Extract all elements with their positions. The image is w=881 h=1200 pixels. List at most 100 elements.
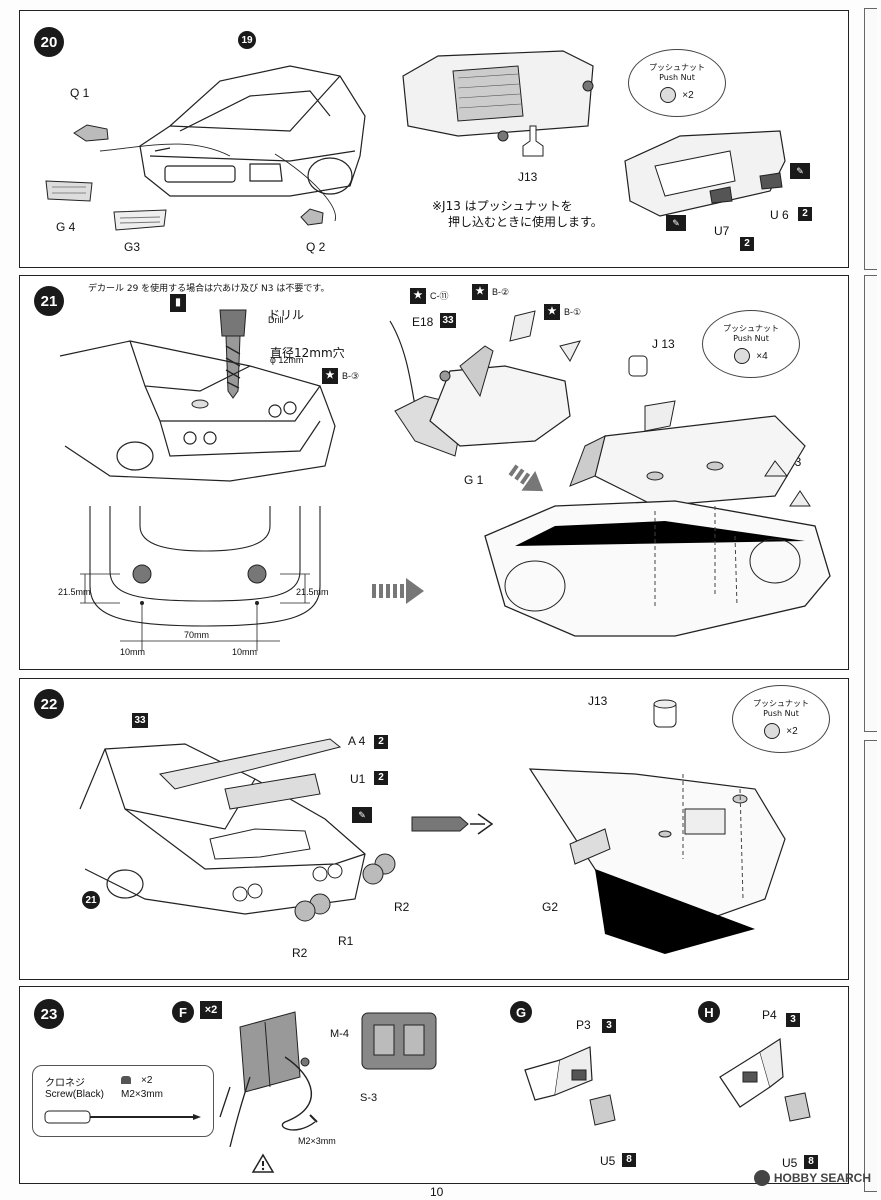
part-label-g3: G3 [124,240,141,254]
part-label-u6: U 6 [770,208,789,222]
badge-p3: 3 [602,1019,616,1033]
mirror-h-assembly [719,1037,811,1122]
g4-lamp-part [45,180,93,202]
drill-label-jp: ドリル [268,308,305,322]
paint-icon: ✎ [352,807,372,823]
flow-arrow-diag [508,464,544,492]
interior-tub-g1 [389,310,581,457]
dim-left-vertical: 21.5mm [58,587,91,597]
push-nut-jp: プッシュナット [649,62,705,72]
badge-p4: 3 [786,1013,800,1027]
car-rear-spoiler-assembly [79,738,366,915]
dim-right-offset: 10mm [232,647,258,657]
badge-u7: 2 [740,237,754,251]
part-label-a4: A 4 [348,734,366,748]
push-nut-qty: ×4 [756,350,768,362]
trunk-inner-view [528,768,786,954]
j13-tool [628,355,648,377]
part-label-g2: G2 [542,900,559,914]
dim-right-vertical: 21.5mm [296,587,329,597]
step-number: 22 [34,689,64,719]
screwdriver-icon [44,1110,201,1124]
hinge-assembly [219,1011,318,1148]
part-ref-19: 19 [238,31,256,49]
part-label-j13: J 13 [652,337,675,351]
sub-step-f-qty: ×2 [200,1001,222,1019]
push-nut-icon [734,348,751,365]
decal-note: デカール 29 を使用する場合は穴あけ及び N3 は不要です。 [88,284,330,294]
step-number: 21 [34,286,64,316]
sub-step-f: F [172,1001,194,1023]
color-ref-c11: C-⑪ [430,291,449,301]
step-number: 23 [34,999,64,1029]
hinge-plate-part [361,1012,437,1070]
badge-u6: 2 [798,207,812,221]
badge-u5-h: 8 [804,1155,818,1169]
part-label-p4: P4 [762,1008,777,1022]
sub-step-g: G [510,1001,532,1023]
dim-left-offset: 10mm [120,647,146,657]
push-nut-en: Push Nut [733,334,769,343]
drill-label-en: Drill [268,315,284,325]
sub-step-h: H [698,1001,720,1023]
badge-u1: 2 [374,771,388,785]
part-label-r2-bottom: R2 [292,946,308,960]
part-label-u1: U1 [350,772,366,786]
color-ref-b3: B-③ [342,371,360,381]
part-label-e18: E18 [412,315,434,329]
paint-icon: ✎ [790,163,810,179]
part-label-q1: Q 1 [70,86,90,100]
adjacent-page-edge [864,275,877,732]
push-nut-callout: プッシュナット Push Nut ×2 [732,685,830,753]
screw-icon [121,1076,131,1084]
page-number: 10 [430,1185,444,1199]
star-icon: ★ [322,368,338,384]
paint-icon: ✎ [666,215,686,231]
j13-note-line-2: 押し込むときに使用します。 [448,215,603,229]
flow-arrow [372,578,424,604]
adjacent-page-edge [864,740,877,1192]
watermark-logo-icon [753,1170,770,1186]
step-21-panel: 21 デカール 29 を使用する場合は穴あけ及び N3 は不要です。 ドリル D… [19,275,849,670]
push-nut-jp: プッシュナット [723,323,779,333]
push-nut-qty: ×2 [682,89,694,101]
push-nut-en: Push Nut [659,73,695,82]
g3-grille-part [113,209,167,231]
part-label-j13: J13 [588,694,608,708]
dim-spacing: 70mm [184,630,210,640]
star-icon: ★ [544,304,560,320]
j13-tool [522,125,544,157]
j13-note-line-1: ※J13 はプッシュナットを [432,199,573,213]
q2-lamp-part [300,208,324,226]
step-20-panel: 20 19 Q 1 G 4 G3 Q 2 [19,10,849,268]
part-label-s3: S-3 [360,1092,378,1104]
car-rear-illustration [59,340,336,482]
push-nut-qty: ×2 [786,725,798,737]
step-22-panel: 22 33 21 A 4 2 U1 2 ✎ R2 R1 R2 プッシュナット [19,678,849,980]
j13-tool [653,699,677,728]
lamp-lenses [294,853,396,922]
screw-size: M2×3mm [121,1089,163,1100]
drill-icon: ▮ [170,294,186,312]
push-nut-callout: プッシュナット Push Nut ×2 [628,49,726,117]
screw-qty: ×2 [141,1075,153,1086]
badge-u5-g: 8 [622,1153,636,1167]
push-nut-icon [764,723,781,740]
glue-arrow [411,813,494,835]
push-nut-callout: プッシュナット Push Nut ×4 [702,310,800,378]
screw-info-box: クロネジ Screw(Black) ×2 M2×3mm [32,1065,214,1137]
star-icon: ★ [410,288,426,304]
hole-note-2: φ 12mm [270,355,304,365]
watermark: HOBBY SEARCH [753,1170,871,1186]
warning-icon [251,1153,275,1173]
part-label-r2-top: R2 [394,900,410,914]
badge-decal-33: 33 [132,713,148,728]
drill-bit-illustration [219,309,247,399]
car-body-underside [484,400,831,637]
drill-dimension-diagram [80,506,321,651]
part-label-r1: R1 [338,934,354,948]
part-label-q2: Q 2 [306,240,326,254]
part-label-m4: M-4 [330,1028,349,1040]
part-label-g1: G 1 [464,473,484,487]
color-ref-b1: B-① [564,307,582,317]
